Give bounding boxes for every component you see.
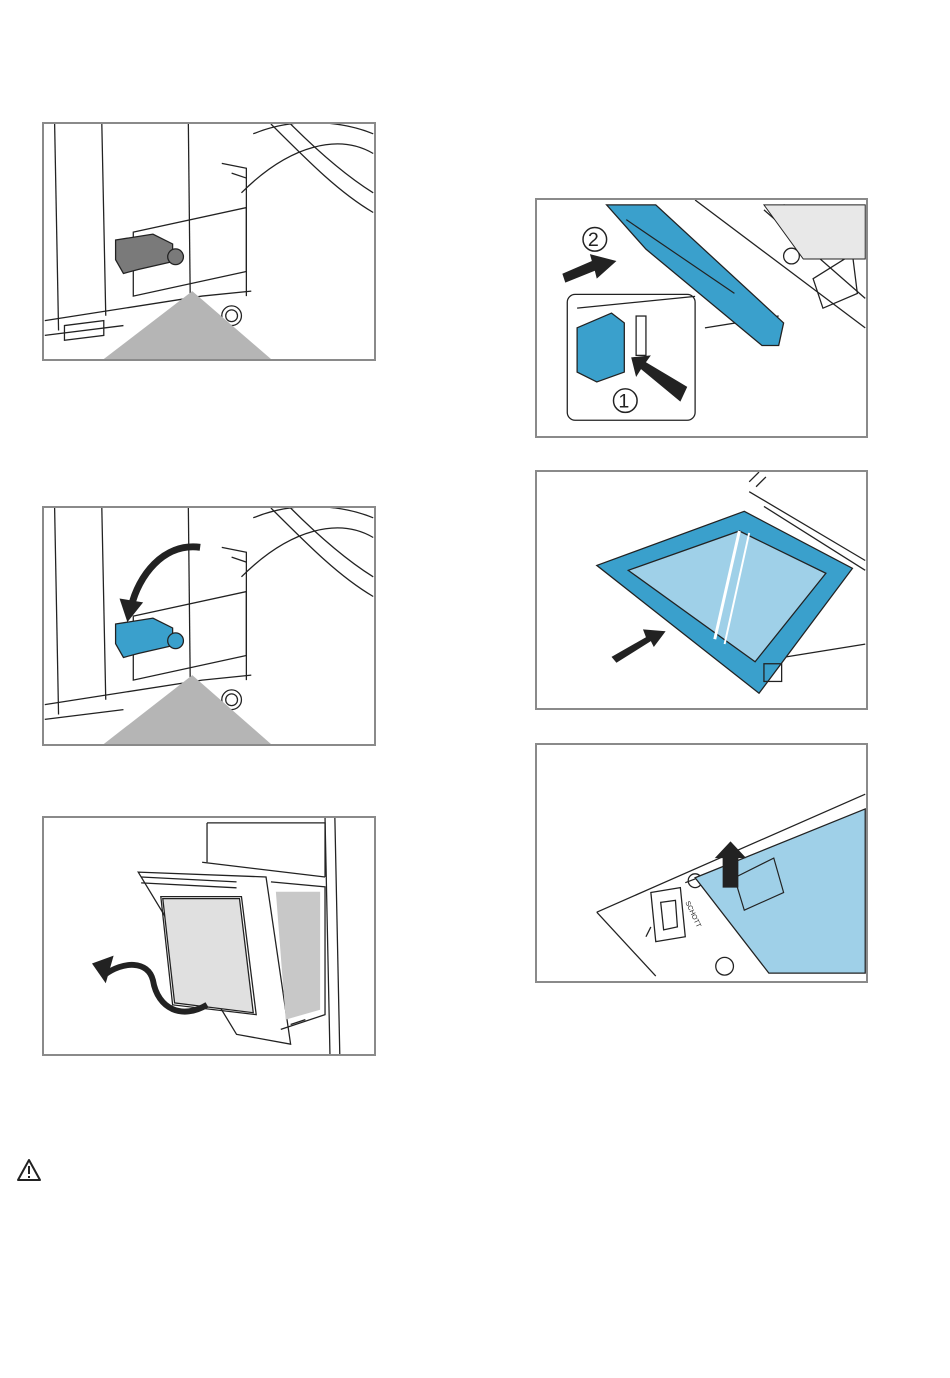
glass-label: SCHOTT	[683, 900, 702, 929]
illustration-remove-strip: 2 1	[535, 198, 868, 438]
illustration-hinge-lever-open	[42, 506, 376, 746]
hinge-open-drawing	[44, 508, 374, 744]
remove-door-drawing	[44, 818, 374, 1054]
step-number-2: 2	[588, 229, 599, 251]
illustration-lift-glass: SCHOTT	[535, 743, 868, 983]
remove-strip-drawing: 2 1	[537, 200, 866, 436]
warning-triangle-icon	[16, 1158, 42, 1182]
illustration-hinge-lever-closed	[42, 122, 376, 361]
illustration-slide-out-glass	[535, 470, 868, 710]
hinge-closed-drawing	[44, 124, 374, 359]
step-number-1: 1	[618, 390, 629, 412]
illustration-remove-door	[42, 816, 376, 1056]
lift-glass-drawing: SCHOTT	[537, 745, 866, 981]
slide-glass-drawing	[537, 472, 866, 708]
